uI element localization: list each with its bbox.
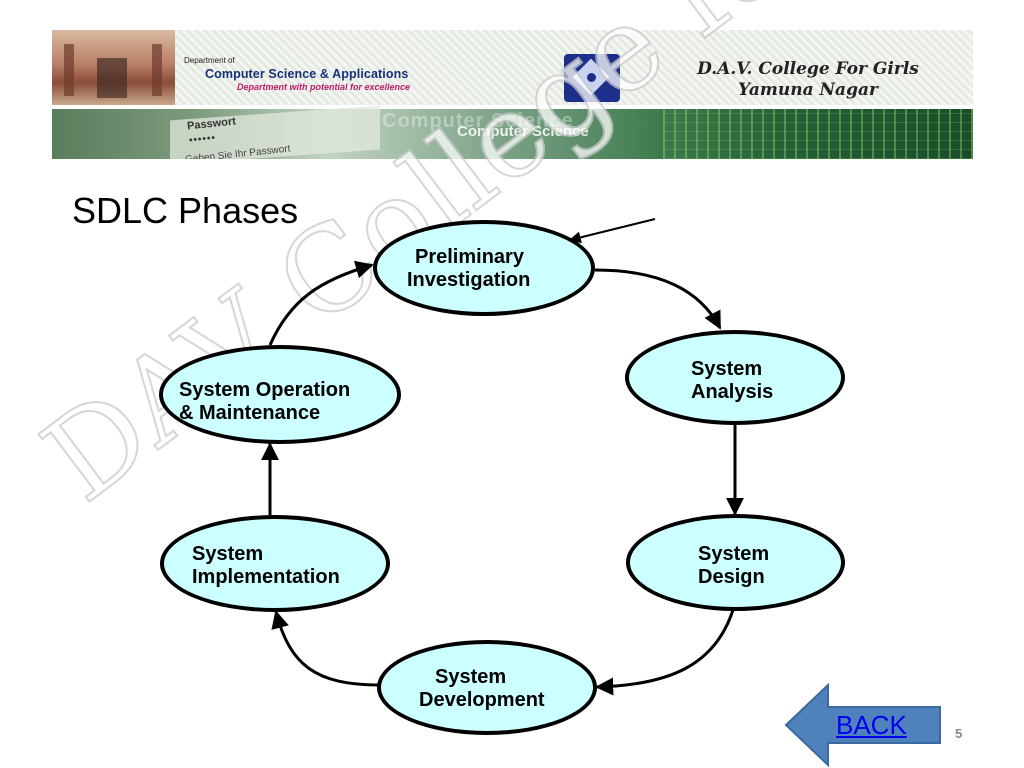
- node-system-operation-maintenance: System Operation & Maintenance: [159, 345, 401, 444]
- back-link[interactable]: BACK: [836, 710, 907, 740]
- college-name-line1: D.A.V. College For Girls: [697, 59, 919, 79]
- college-building-photo: [52, 30, 175, 105]
- college-emblem-icon: [564, 54, 620, 102]
- node-label: System Analysis: [691, 358, 774, 403]
- arrow-operation-to-preliminary: [268, 260, 374, 346]
- dept-prefix: Department of: [184, 56, 235, 65]
- college-name-line2: Yamuna Nagar: [738, 80, 878, 100]
- banner-bottom-strip: [52, 105, 973, 159]
- slide-title: SDLC Phases: [72, 190, 299, 231]
- node-label: System Operation & Maintenance: [179, 379, 351, 424]
- node-system-implementation: System Implementation: [160, 515, 390, 612]
- node-label: System Implementation: [192, 543, 340, 588]
- node-label: Preliminary Investigation: [407, 246, 531, 291]
- arrow-design-to-development: [595, 609, 735, 696]
- banner-top-strip: [52, 30, 973, 105]
- node-preliminary-investigation: Preliminary Investigation: [373, 220, 595, 316]
- dept-title: Computer Science & Applications: [205, 67, 409, 81]
- banner-main-text: Computer Science: [457, 123, 589, 140]
- arrow-preliminary-to-analysis: [594, 268, 722, 330]
- node-system-design: System Design: [626, 514, 845, 611]
- arrow-start-to-preliminary: [568, 218, 656, 244]
- node-label: System Design: [698, 543, 770, 588]
- node-label: System Development: [419, 666, 545, 711]
- page-number: 5: [955, 726, 963, 741]
- back-arrow-shape[interactable]: [784, 683, 941, 767]
- node-system-analysis: System Analysis: [625, 330, 845, 425]
- dept-tagline: Department with potential for excellence: [237, 82, 411, 92]
- header-banner: Department of Computer Science & Applica…: [52, 30, 973, 159]
- arrow-development-to-implementation: [271, 610, 381, 687]
- college-name: D.A.V. College For Girls Yamuna Nagar: [648, 59, 968, 101]
- circuit-board-graphic: [663, 109, 973, 159]
- banner-ghost-text: Computer Science: [382, 110, 574, 132]
- back-arrow-icon[interactable]: [784, 683, 942, 767]
- node-system-development: System Development: [377, 640, 597, 735]
